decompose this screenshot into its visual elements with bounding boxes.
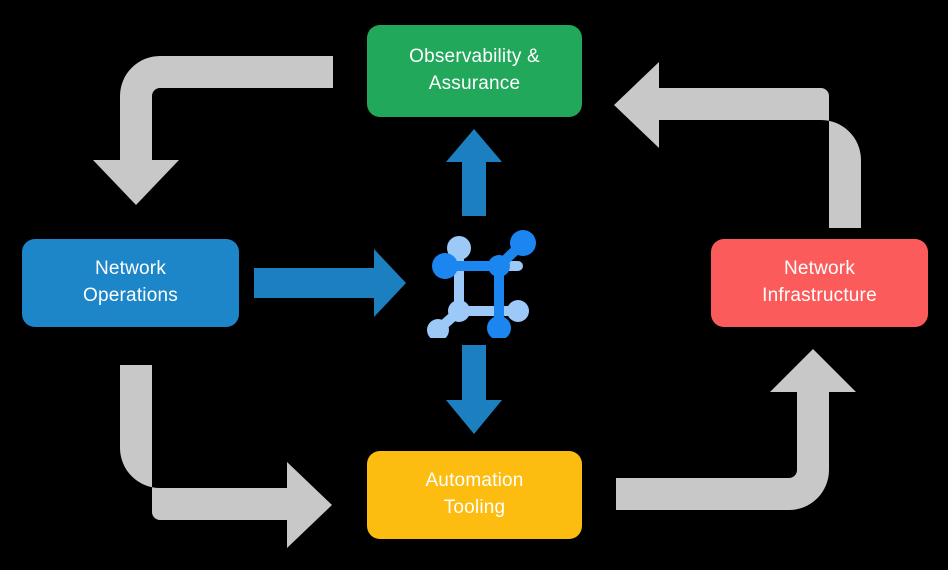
network-topology-icon-svg — [427, 230, 536, 341]
loop-arrow-operations-to-automation — [120, 365, 332, 548]
primary-arrow-operations-to-center — [254, 249, 406, 317]
network-topology-icon — [418, 218, 538, 341]
topology-nodes — [427, 230, 536, 341]
primary-arrow-center-to-observability — [446, 129, 502, 216]
node-observability-assurance[interactable]: Observability & Assurance — [367, 25, 582, 117]
loop-arrow-infrastructure-to-observability — [614, 62, 861, 228]
node-automation-tooling[interactable]: Automation Tooling — [367, 451, 582, 539]
primary-arrow-center-to-automation — [446, 345, 502, 434]
node-network-infrastructure[interactable]: Network Infrastructure — [711, 239, 928, 327]
loop-arrow-automation-to-infrastructure — [616, 349, 856, 510]
node-network-operations[interactable]: Network Operations — [22, 239, 239, 327]
loop-arrow-observability-to-operations — [93, 56, 333, 205]
